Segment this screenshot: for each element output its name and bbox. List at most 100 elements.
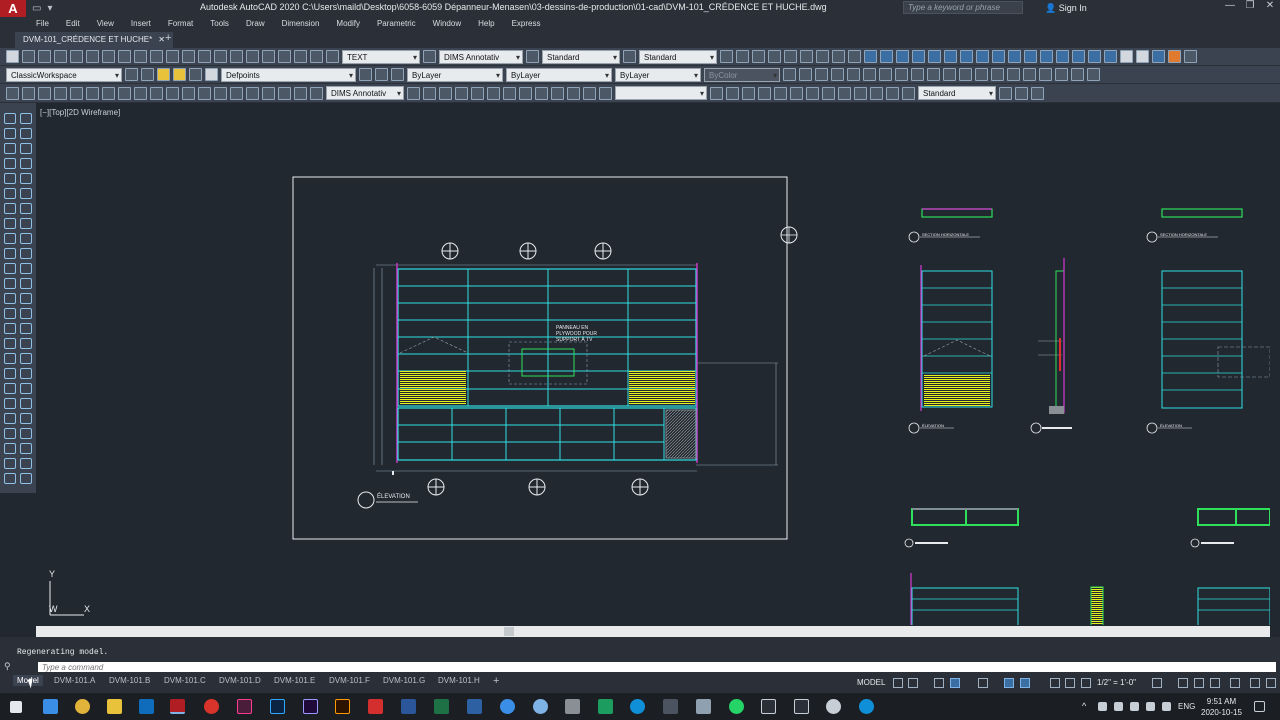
- view-tool-15-icon[interactable]: [944, 50, 957, 63]
- draw-order-10-icon[interactable]: [854, 86, 867, 100]
- line-icon[interactable]: [4, 113, 16, 124]
- modify-9-icon[interactable]: [551, 86, 564, 100]
- sheet-set-icon[interactable]: [262, 50, 275, 63]
- plot-style-select[interactable]: ByColor: [704, 67, 780, 83]
- modify-8-icon[interactable]: [535, 86, 548, 100]
- task-view-icon[interactable]: [43, 699, 58, 714]
- multiline-text-icon[interactable]: [4, 383, 16, 394]
- open-icon[interactable]: [22, 50, 35, 63]
- point-icon[interactable]: [4, 308, 16, 319]
- modify-11-icon[interactable]: [583, 86, 596, 100]
- edge-icon[interactable]: [630, 699, 645, 714]
- multileader-style-select[interactable]: Standard: [639, 49, 717, 65]
- extend-icon[interactable]: [20, 263, 32, 274]
- unreal-icon[interactable]: [826, 699, 841, 714]
- dim-style-select[interactable]: DIMS Annotativ: [439, 49, 523, 65]
- publish-icon[interactable]: [86, 50, 99, 63]
- wipeout-icon[interactable]: [4, 413, 16, 424]
- layer-state-icon[interactable]: [391, 68, 404, 81]
- ortho-icon[interactable]: [934, 678, 944, 688]
- layer-properties-icon[interactable]: [141, 68, 154, 81]
- annotation-scale[interactable]: 1/2" = 1'-0": [1097, 678, 1137, 687]
- dimension-update-icon[interactable]: [310, 86, 323, 100]
- dim-baseline-icon[interactable]: [927, 68, 940, 81]
- layout-tab-e[interactable]: DVM-101.E: [274, 676, 316, 685]
- material-icon[interactable]: [1136, 50, 1149, 63]
- draw-order-13-icon[interactable]: [902, 86, 915, 100]
- draw-order-8-icon[interactable]: [822, 86, 835, 100]
- epic-games-icon[interactable]: [794, 699, 809, 714]
- copy-object-icon[interactable]: [20, 128, 32, 139]
- outlook-icon[interactable]: [139, 699, 154, 714]
- properties-icon[interactable]: [214, 50, 227, 63]
- join-icon[interactable]: [20, 293, 32, 304]
- markup-icon[interactable]: [278, 50, 291, 63]
- view-tool-11-icon[interactable]: [880, 50, 893, 63]
- snap-icon[interactable]: [908, 678, 918, 688]
- text-edit-icon[interactable]: [999, 86, 1012, 100]
- layout-tab-g[interactable]: DVM-101.G: [383, 676, 426, 685]
- modify-5-icon[interactable]: [487, 86, 500, 100]
- explode-icon[interactable]: [20, 353, 32, 364]
- lineweight-icon[interactable]: [1050, 678, 1060, 688]
- dim-arc-icon[interactable]: [815, 68, 828, 81]
- align-icon[interactable]: [20, 428, 32, 439]
- modify-12-icon[interactable]: [599, 86, 612, 100]
- baseline-icon[interactable]: [150, 86, 163, 100]
- minimize-button[interactable]: —: [1225, 0, 1235, 11]
- side-sections[interactable]: [904, 208, 1270, 625]
- paste-icon[interactable]: [134, 50, 147, 63]
- region-icon[interactable]: [4, 353, 16, 364]
- app-icon-3[interactable]: [663, 699, 678, 714]
- save-icon[interactable]: [38, 50, 51, 63]
- undo-icon[interactable]: [150, 50, 163, 63]
- draw-order-6-icon[interactable]: [790, 86, 803, 100]
- object-snap-tracking-icon[interactable]: [1020, 678, 1030, 688]
- modify-10-icon[interactable]: [567, 86, 580, 100]
- aligned-icon[interactable]: [22, 86, 35, 100]
- view-tool-19-icon[interactable]: [1008, 50, 1021, 63]
- remote-desktop-icon[interactable]: [500, 699, 515, 714]
- menu-dimension[interactable]: Dimension: [281, 19, 320, 28]
- sun-icon[interactable]: [1152, 50, 1165, 63]
- chamfer-icon[interactable]: [20, 308, 32, 319]
- radius-icon[interactable]: [70, 86, 83, 100]
- draw-order-9-icon[interactable]: [838, 86, 851, 100]
- app-icon-5[interactable]: [761, 699, 776, 714]
- horizontal-scroll-thumb[interactable]: [504, 627, 514, 636]
- selection-cycling-icon[interactable]: [1065, 678, 1075, 688]
- polar-icon[interactable]: [950, 678, 960, 688]
- network-icon[interactable]: [1130, 702, 1139, 711]
- find-icon[interactable]: [1015, 86, 1028, 100]
- arc-icon[interactable]: [4, 188, 16, 199]
- edit-hatch-icon[interactable]: [20, 398, 32, 409]
- construction-line-icon[interactable]: [4, 128, 16, 139]
- dim-angular-icon[interactable]: [895, 68, 908, 81]
- after-effects-icon[interactable]: [303, 699, 318, 714]
- modify-3-icon[interactable]: [455, 86, 468, 100]
- move-icon[interactable]: [20, 188, 32, 199]
- view-tool-10-icon[interactable]: [864, 50, 877, 63]
- boundary-icon[interactable]: [4, 428, 16, 439]
- linear-icon[interactable]: [6, 86, 19, 100]
- lineweight-select[interactable]: ByLayer: [615, 67, 701, 83]
- menu-parametric[interactable]: Parametric: [376, 19, 416, 28]
- isodraft-icon[interactable]: [978, 678, 988, 688]
- menu-draw[interactable]: Draw: [245, 19, 265, 28]
- edit-polyline-icon[interactable]: [20, 368, 32, 379]
- menu-insert[interactable]: Insert: [130, 19, 151, 28]
- tolerance-icon[interactable]: [991, 68, 1004, 81]
- indesign-icon[interactable]: [237, 699, 252, 714]
- offset-icon[interactable]: [20, 158, 32, 169]
- battery-icon[interactable]: [1162, 702, 1171, 711]
- text-style-select[interactable]: TEXT: [342, 49, 420, 65]
- quick-dimension-icon[interactable]: [134, 86, 147, 100]
- view-tool-25-icon[interactable]: [1104, 50, 1117, 63]
- command-customize-icon[interactable]: ⚲: [4, 661, 11, 671]
- ellipse-arc-icon[interactable]: [4, 263, 16, 274]
- table-icon[interactable]: [4, 368, 16, 379]
- redo-icon[interactable]: [166, 50, 179, 63]
- gradient-icon[interactable]: [4, 338, 16, 349]
- drawing-area[interactable]: [−][Top][2D Wireframe]: [36, 103, 1270, 625]
- view-tool-16-icon[interactable]: [960, 50, 973, 63]
